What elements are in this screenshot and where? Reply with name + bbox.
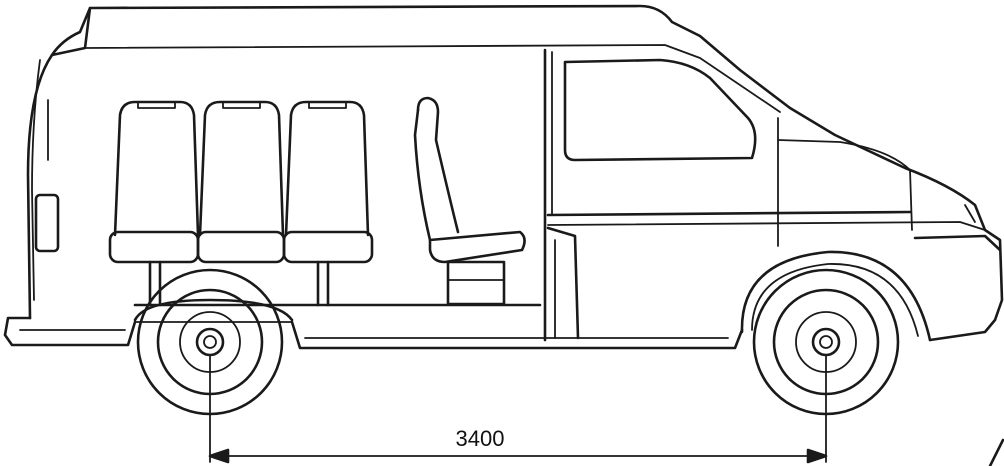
wheelbase-label: 3400 xyxy=(456,426,505,451)
van-body-outline xyxy=(3,4,1004,350)
tail-light xyxy=(34,193,60,253)
front-wheel xyxy=(740,250,932,416)
side-body-lines xyxy=(543,48,1002,342)
wheelbase-dimension: 3400 xyxy=(208,354,828,464)
rear-wheel xyxy=(133,268,294,416)
dimension-arrow-left xyxy=(208,448,230,464)
front-side-window xyxy=(563,58,757,162)
edge-mark xyxy=(988,438,1004,466)
dimension-arrow-right xyxy=(806,448,828,464)
rear-bench-seats xyxy=(108,100,374,307)
single-seat xyxy=(413,96,526,306)
rear-section xyxy=(31,59,60,301)
